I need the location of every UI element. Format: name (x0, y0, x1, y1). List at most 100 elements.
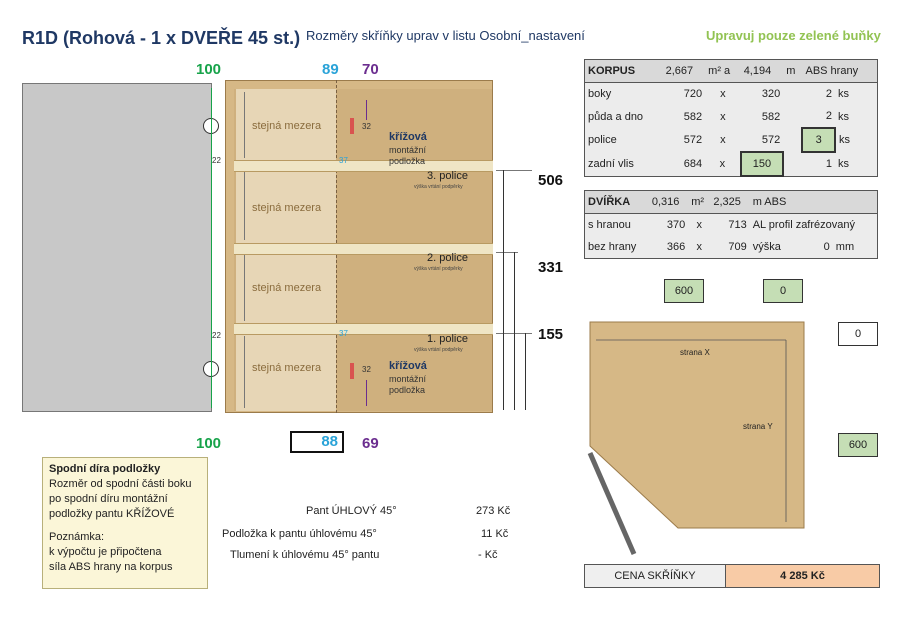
height-331: 331 (538, 259, 564, 276)
krizova-label-top: křížová (389, 131, 427, 143)
dvirka-height-label: výška (752, 241, 781, 253)
note-line: po spodní díru montážní (49, 493, 168, 505)
dim-line-331 (514, 252, 515, 410)
dvirka-abs: 2,325 (713, 196, 741, 208)
input-cell-600[interactable]: 600 (664, 279, 704, 303)
edge-22-top: 22 (212, 156, 221, 165)
purple-dim-bottom (366, 380, 367, 406)
gap-arrow-4 (244, 336, 245, 408)
strana-x-label: strana X (680, 348, 710, 357)
korpus-row-b: 572 (761, 133, 781, 146)
korpus-header: KORPUS (588, 65, 636, 77)
korpus-abs: 4,194 (743, 65, 772, 77)
height-506: 506 (538, 172, 564, 189)
price-label: Tlumení k úhlovému 45° pantu (230, 549, 380, 561)
bottom-dim-cyan: 88 (321, 433, 338, 450)
montazni-label-bottom: montážní (389, 374, 427, 384)
shelf-3-label: 3. police (427, 170, 468, 182)
note-line: síla ABS hrany na korpus (49, 561, 173, 573)
edge-37-bottom: 37 (339, 329, 348, 338)
gap-label-2: stejná mezera (252, 202, 322, 214)
price-value: 11 Kč (481, 528, 509, 540)
price-label: Pant ÚHLOVÝ 45° (306, 505, 397, 517)
note-box: Spodní díra podložky Rozměr od spodní čá… (42, 457, 208, 589)
dim-tick-506 (496, 170, 532, 171)
police-count-input[interactable]: 3 (801, 127, 836, 153)
dim-line-506 (503, 170, 504, 410)
korpus-row-b: 582 (761, 110, 781, 123)
gap-label-4: stejná mezera (252, 362, 322, 374)
dvirka-height-unit: mm (835, 241, 855, 253)
note-line: Poznámka: (49, 531, 105, 543)
dvirka-area: 0,316 (651, 196, 680, 208)
purple-dim-top (366, 100, 367, 120)
green-dim-line (211, 88, 212, 408)
zadni-vlis-height-input[interactable]: 150 (739, 151, 785, 177)
podlozka-label-bottom: podložka (389, 385, 426, 395)
korpus-row-a: 572 (683, 134, 703, 146)
shelf-1-sub: výška vrtání podpěrky (414, 347, 463, 353)
edge-32-bottom: 32 (362, 365, 371, 374)
strana-y-label: strana Y (743, 422, 773, 431)
korpus-row-a: 582 (683, 110, 703, 123)
page-title: R1D (Rohová - 1 x DVEŘE 45 st.) (22, 28, 301, 48)
dvirka-row-b: 709 (728, 241, 747, 253)
dvirka-table: DVÍŘKA 0,316 m² 2,325 m ABS s hranou 370… (584, 190, 878, 259)
height-155: 155 (538, 326, 564, 343)
subtitle: Rozměry skříňky uprav v listu Osobní_nas… (306, 28, 585, 43)
korpus-row-unit: ks (837, 157, 849, 170)
edge-22-bottom: 22 (212, 331, 221, 340)
dvirka-row-a: 366 (666, 241, 686, 253)
top-dim-cyan: 89 (322, 61, 339, 78)
shelf-3-sub: výška vrtání podpěrky (414, 184, 463, 190)
price-label: Podložka k pantu úhlovému 45° (222, 528, 377, 540)
dim-tick-331 (496, 252, 518, 253)
right-top-cell[interactable]: 0 (838, 322, 878, 346)
korpus-row-unit: ks (837, 110, 849, 123)
dvirka-row-a: 370 (666, 219, 686, 231)
screw-marker-top (350, 118, 354, 134)
screw-marker-bottom (350, 363, 354, 379)
gap-arrow-2 (244, 172, 245, 240)
gap-label-3: stejná mezera (252, 282, 322, 294)
korpus-row-name: půda a dno (588, 110, 644, 123)
korpus-row-count: 2 (825, 110, 832, 122)
dvirka-area-unit: m² (691, 196, 705, 208)
note-line: Rozměr od spodní části boku (49, 478, 192, 490)
krizova-label-bottom: křížová (389, 360, 427, 372)
korpus-row-name: police (588, 134, 617, 146)
dvirka-row-name: bez hrany (588, 241, 637, 253)
korpus-abs-unit: m (786, 65, 796, 77)
gap-label-1: stejná mezera (252, 120, 322, 132)
bottom-dim-green: 100 (196, 435, 222, 452)
cena-row: CENA SKŘÍŇKY 4 285 Kč (584, 564, 880, 588)
bottom-dim-cyan-cell[interactable]: 88 (290, 431, 344, 453)
podlozka-label-top: podložka (389, 156, 426, 166)
input-cell-0[interactable]: 0 (763, 279, 803, 303)
korpus-row-a: 720 (683, 88, 703, 100)
gap-arrow-3 (244, 255, 245, 321)
korpus-area-unit: m² a (708, 65, 731, 77)
korpus-abs-label: ABS hrany (805, 65, 859, 77)
dvirka-row-b: 713 (728, 219, 747, 231)
shelf-2-sub: výška vrtání podpěrky (414, 266, 463, 272)
korpus-row-unit: ks (837, 88, 849, 100)
edit-hint: Upravuj pouze zelené buňky (706, 28, 881, 43)
shelf-2 (234, 243, 493, 255)
dvirka-profile-note: AL profil zafrézovaný (752, 219, 855, 231)
dvirka-header: DVÍŘKA (588, 196, 631, 208)
korpus-row-x: x (720, 134, 726, 146)
gap-arrow-1 (244, 92, 245, 158)
shelf-1-label: 1. police (427, 333, 468, 345)
korpus-area: 2,667 (665, 65, 694, 77)
dvirka-row-x: x (696, 219, 703, 231)
dim-line-155 (525, 333, 526, 410)
cena-label: CENA SKŘÍŇKY (585, 565, 726, 587)
price-value: 273 Kč (476, 505, 511, 517)
right-bottom-cell[interactable]: 600 (838, 433, 878, 457)
dvirka-row-name: s hranou (588, 219, 631, 231)
edge-32-top: 32 (362, 122, 371, 131)
korpus-row-count: 2 (825, 88, 832, 100)
korpus-row-name: zadní vlis (588, 157, 634, 170)
note-line: podložky pantu KŘÍŽOVÉ (49, 508, 175, 520)
